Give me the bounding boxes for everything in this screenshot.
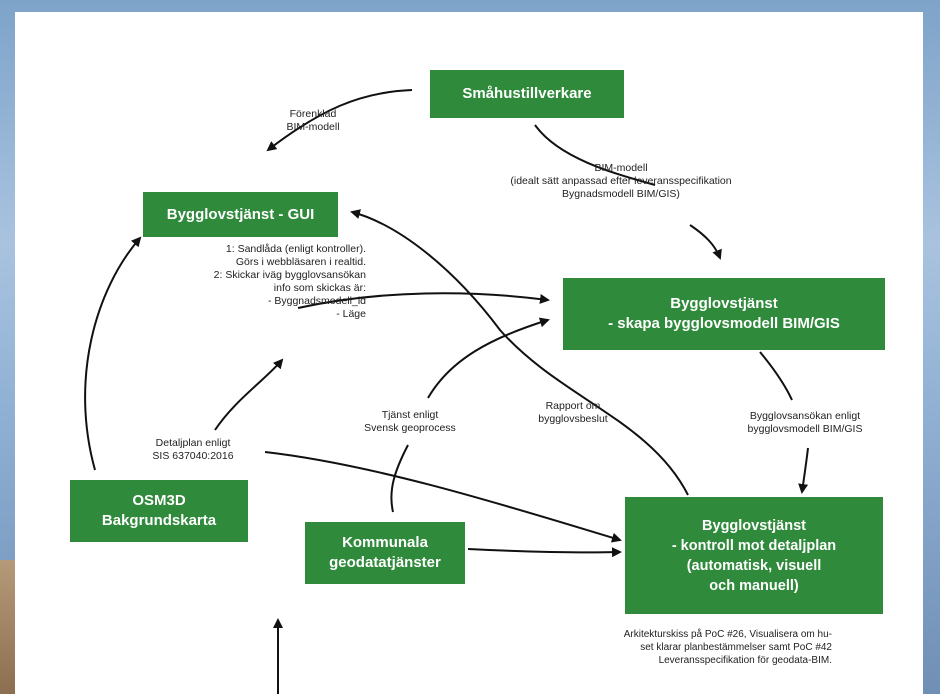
arrow-osm3d-to-gui — [84, 236, 142, 471]
arrow-kontroll-to-gui — [350, 209, 689, 496]
arrow-info-to-skapa — [297, 292, 550, 309]
box-kommunala: Kommunala geodatatjänster — [305, 522, 465, 584]
box-smahustillverkare: Småhustillverkare — [430, 70, 624, 118]
label-bim-modell: BIM-modell (idealt sätt anpassad efter l… — [510, 162, 732, 200]
box-bygglov-gui: Bygglovstjänst - GUI — [143, 192, 338, 237]
label-rapport: Rapport om bygglovsbeslut — [538, 400, 608, 425]
arrow-kommunala-to-kontroll — [467, 547, 622, 558]
arrow-skapa-to-ansokan — [759, 351, 793, 401]
box-bygglov-kontroll: Bygglovstjänst - kontroll mot detaljplan… — [625, 497, 883, 614]
arrow-detaljplan-to-gui-info — [214, 358, 284, 431]
box-osm3d: OSM3D Bakgrundskarta — [70, 480, 248, 542]
caption: Arkitekturskiss på PoC #26, Visualisera … — [623, 629, 832, 666]
label-tjanst: Tjänst enligt Svensk geoprocess — [364, 409, 456, 434]
label-sandlada: 1: Sandlåda (enligt kontroller). Görs i … — [213, 243, 366, 320]
arrow-smahus-to-skapa — [534, 124, 656, 186]
arrow-kommunala-to-geoprocess — [390, 444, 409, 513]
box-bygglov-skapa: Bygglovstjänst - skapa bygglovsmodell BI… — [563, 278, 885, 350]
arrow-smahus-to-gui — [266, 89, 413, 152]
label-forenklad: Förenklad BIM-modell — [286, 108, 340, 133]
label-ansokan: Bygglovsansökan enligt bygglovsmodell BI… — [747, 410, 863, 435]
arrow-detaljplan-to-kontroll — [264, 451, 622, 543]
arrow-bim-to-skapa — [689, 224, 722, 260]
label-detaljplan: Detaljplan enligt SIS 637040:2016 — [152, 437, 234, 462]
arrow-ansokan-to-kontroll — [798, 447, 809, 494]
arrow-geoprocess-to-skapa — [427, 317, 550, 399]
